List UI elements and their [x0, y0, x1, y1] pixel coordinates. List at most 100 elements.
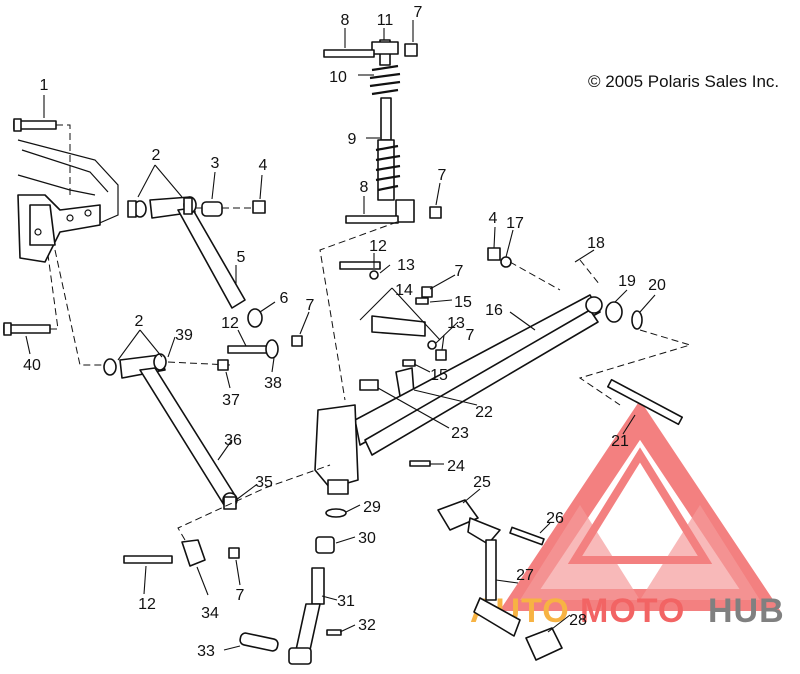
callout-22: 22: [475, 404, 493, 421]
part-37-nut: [217, 359, 229, 371]
callout-13-b: 13: [447, 315, 465, 332]
part-9-shock-absorber: [369, 39, 415, 223]
part-15-clip-a: [415, 297, 429, 305]
part-7-nut-c: [435, 349, 447, 361]
callout-38: 38: [264, 375, 282, 392]
part-20-ring: [631, 310, 643, 330]
callout-12-b: 12: [221, 315, 239, 332]
callout-14: 14: [395, 282, 413, 299]
part-40-bolt: [3, 322, 51, 336]
watermark-word-moto: MOTO: [580, 592, 685, 630]
callout-20: 20: [648, 277, 666, 294]
callout-35: 35: [255, 474, 273, 491]
callout-6: 6: [280, 290, 289, 307]
part-13-washer-a: [369, 270, 379, 280]
callout-5: 5: [237, 249, 246, 266]
watermark-word-hub: HUB: [708, 592, 785, 630]
callout-7-a: 7: [306, 297, 315, 314]
callout-29: 29: [363, 499, 381, 516]
callout-40: 40: [23, 357, 41, 374]
callout-30: 30: [358, 530, 376, 547]
part-8-bolt-top: [323, 49, 375, 58]
part-4-nut: [252, 200, 266, 214]
callout-27: 27: [516, 567, 534, 584]
callout-7-b: 7: [455, 263, 464, 280]
frame-bracket: [17, 139, 119, 263]
callout-3: 3: [211, 155, 220, 172]
watermark-logo: AUTO MOTO HUB: [470, 400, 785, 630]
part-29-washer: [325, 508, 347, 518]
callout-15-a: 15: [454, 294, 472, 311]
callout-16: 16: [485, 302, 503, 319]
callout-17: 17: [506, 215, 524, 232]
part-7-nut-b: [421, 286, 433, 298]
callout-8-bottom: 8: [360, 179, 369, 196]
callout-13-a: 13: [397, 257, 415, 274]
callout-36: 36: [224, 432, 242, 449]
callout-25: 25: [473, 474, 491, 491]
callout-39: 39: [175, 327, 193, 344]
callout-4-right: 4: [489, 210, 498, 227]
callout-26: 26: [546, 510, 564, 527]
part-34-clevis: [181, 539, 206, 567]
callout-8-top: 8: [341, 12, 350, 29]
part-4-nut-b: [487, 247, 501, 261]
part-35-nut: [223, 496, 237, 510]
part-12-bolt-b: [339, 261, 381, 270]
part-25-steering-arm: [437, 499, 479, 531]
shaft-end-joint: [288, 647, 312, 665]
callout-31: 31: [337, 593, 355, 610]
callout-21: 21: [611, 433, 629, 450]
callout-33: 33: [197, 643, 215, 660]
callout-1: 1: [40, 77, 49, 94]
part-3-bushing: [201, 201, 223, 217]
part-15-clip-b: [402, 359, 416, 367]
part-6-bushing: [247, 308, 263, 328]
callout-7-c: 7: [466, 327, 475, 344]
part-7-nut-a: [291, 335, 303, 347]
callout-9: 9: [348, 131, 357, 148]
callout-2-lower: 2: [135, 313, 144, 330]
callout-19: 19: [618, 273, 636, 290]
part-30-bushing: [315, 536, 335, 554]
callout-32: 32: [358, 617, 376, 634]
copyright-notice: © 2005 Polaris Sales Inc.: [588, 72, 780, 91]
part-12-bolt-c: [123, 555, 173, 564]
part-8-bolt-bottom: [345, 215, 399, 224]
part-21-bolt: [607, 378, 683, 426]
part-31-steering-shaft: [295, 567, 325, 651]
part-36-lower-a-arm: [103, 353, 238, 508]
part-16-control-arm: [354, 294, 603, 456]
callout-12-c: 12: [138, 596, 156, 613]
callout-28: 28: [569, 612, 587, 629]
part-7-nut-bottom: [429, 206, 442, 219]
part-38-bushing: [265, 339, 279, 359]
part-17-washer: [500, 256, 512, 268]
callout-18: 18: [587, 235, 605, 252]
part-5-upper-a-arm: [127, 196, 246, 309]
part-26-bolt: [509, 526, 545, 546]
callout-10: 10: [329, 69, 347, 86]
callout-labels: 1 2 3 4 5 6 7 8 11 7 10 9 8 7 12 13 7 14…: [23, 4, 666, 660]
callout-37: 37: [222, 392, 240, 409]
part-14-bracket: [371, 315, 426, 337]
part-7-nut-d: [228, 547, 240, 559]
leader-lines: [25, 20, 656, 651]
steering-casting: [314, 404, 359, 495]
callout-7-shock: 7: [438, 167, 447, 184]
part-24-screw: [409, 460, 431, 467]
part-19-bushing: [605, 301, 623, 323]
callout-12-a: 12: [369, 238, 387, 255]
part-28-end-cap: [525, 627, 563, 661]
part-13-washer-b: [427, 340, 437, 350]
callout-7-top: 7: [414, 4, 423, 21]
callout-2-upper: 2: [152, 147, 161, 164]
part-12-bolt-a: [227, 345, 269, 354]
callout-23: 23: [451, 425, 469, 442]
callout-15-b: 15: [430, 367, 448, 384]
part-23-spindle: [359, 379, 379, 391]
part-32-screw: [326, 629, 342, 636]
part-1-bolt: [13, 118, 57, 132]
callout-11: 11: [377, 12, 394, 29]
